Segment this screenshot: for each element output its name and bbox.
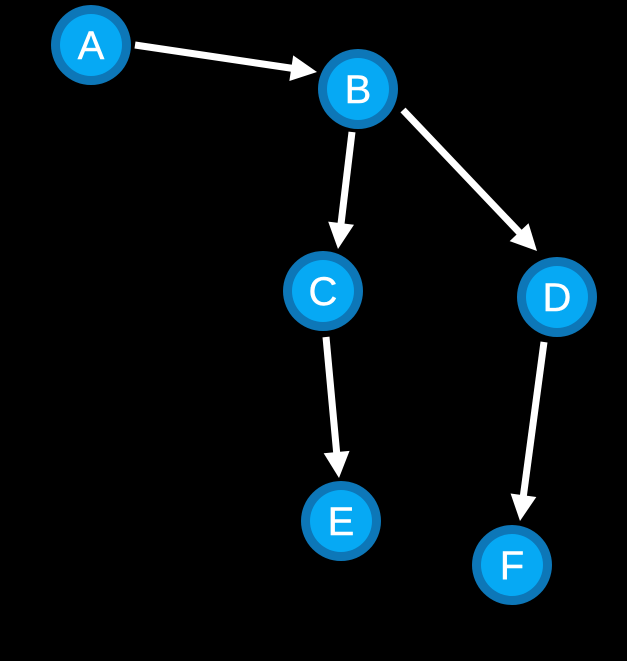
edge-line: [400, 107, 524, 237]
node-label: F: [500, 544, 524, 588]
node-fill: [310, 490, 372, 552]
graph-edge: [322, 336, 350, 478]
nodes-layer: A B C D E F: [51, 5, 597, 605]
node-fill: [481, 534, 543, 596]
graph-node-a[interactable]: A: [51, 5, 131, 85]
graph-node-c[interactable]: C: [283, 251, 363, 331]
edge-line: [134, 41, 295, 73]
edge-line: [322, 336, 341, 456]
graph-node-e[interactable]: E: [301, 481, 381, 561]
node-label: A: [78, 24, 105, 68]
node-fill: [526, 266, 588, 328]
edge-arrowhead-icon: [323, 450, 350, 478]
edge-arrowhead-icon: [509, 223, 537, 251]
node-fill: [292, 260, 354, 322]
node-label: E: [328, 500, 355, 544]
edge-arrowhead-icon: [328, 221, 354, 249]
graph-node-f[interactable]: F: [472, 525, 552, 605]
graph-edge: [400, 107, 537, 251]
graph-node-d[interactable]: D: [517, 257, 597, 337]
node-label: B: [345, 68, 372, 112]
graph-edge: [328, 131, 356, 249]
edge-line: [337, 131, 356, 227]
graph-node-b[interactable]: B: [318, 49, 398, 129]
edge-line: [519, 341, 548, 499]
edge-arrowhead-icon: [289, 55, 317, 82]
edge-arrowhead-icon: [510, 493, 537, 521]
edges-layer: [134, 41, 548, 521]
node-fill: [60, 14, 122, 76]
graph-edge: [510, 341, 548, 521]
node-fill: [327, 58, 389, 120]
node-label: C: [309, 270, 338, 314]
graph-edge: [134, 41, 317, 82]
node-label: D: [543, 276, 572, 320]
